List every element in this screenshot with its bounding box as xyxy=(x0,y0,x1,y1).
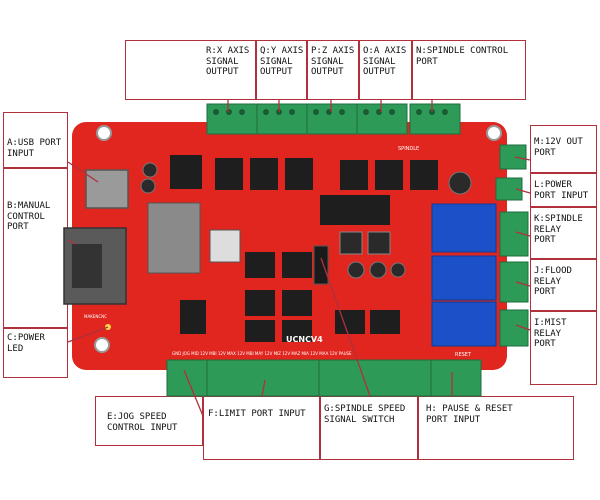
relays xyxy=(431,203,497,347)
top-terminal-screws xyxy=(213,109,448,115)
ic-row-bottom xyxy=(180,195,400,342)
crystal xyxy=(209,229,241,263)
callout-r-label: R:X AXIS SIGNAL OUTPUT xyxy=(206,46,250,77)
callout-m-label: M:12V OUT PORT xyxy=(534,137,583,158)
leader-lines xyxy=(67,100,531,417)
callout-i-label: I:MIST RELAY PORT xyxy=(534,318,567,349)
mounting-hole-bl xyxy=(94,337,110,353)
silk-model: UCNCV4 xyxy=(286,335,323,344)
callout-n-label: N:SPINDLE CONTROL PORT xyxy=(416,46,509,67)
mounting-hole-tl xyxy=(96,125,112,141)
silk-reset: RESET xyxy=(455,352,472,358)
callout-box-r xyxy=(125,40,256,100)
shielded-module xyxy=(147,202,201,274)
callout-j-label: J:FLOOD RELAY PORT xyxy=(534,266,572,297)
callout-box-e xyxy=(95,396,203,446)
db9-shell xyxy=(72,244,102,288)
callout-h-label: H: PAUSE & RESET PORT INPUT xyxy=(426,404,513,425)
capacitors xyxy=(140,162,472,279)
callout-b-label: B:MANUAL CONTROL PORT xyxy=(7,201,51,232)
callout-box-h xyxy=(418,396,574,460)
callout-box-m xyxy=(530,125,597,173)
callout-c-label: C:POWER LED xyxy=(7,333,45,354)
callout-box-k xyxy=(530,207,597,259)
callout-e-label: E:JOG SPEED CONTROL INPUT xyxy=(107,412,178,433)
bottom-terminals xyxy=(166,359,482,397)
silk-spindle: SPINDLE xyxy=(398,146,419,152)
usb-connector xyxy=(85,169,129,209)
callout-box-i xyxy=(530,311,597,385)
silk-model-small: MAKENCNC xyxy=(84,314,107,319)
voltage-regulators xyxy=(339,231,391,255)
callout-q-label: Q:Y AXIS SIGNAL OUTPUT xyxy=(260,46,304,77)
callout-l-label: L:POWER PORT INPUT xyxy=(534,180,589,201)
callout-box-c xyxy=(3,328,68,378)
ic-row-top xyxy=(170,155,438,190)
spindle-speed-switch xyxy=(313,245,329,285)
callout-box-o xyxy=(359,40,412,100)
callout-a-label: A:USB PORT INPUT xyxy=(7,138,62,159)
top-terminals xyxy=(206,103,461,135)
callout-box-l xyxy=(530,173,597,207)
callout-box-q xyxy=(256,40,307,100)
callout-p-label: P:Z AXIS SIGNAL OUTPUT xyxy=(311,46,355,77)
silk-bottom-row: GND JOG MID 12V MBI 12V MAX 12V MBI MAY … xyxy=(172,351,352,356)
callout-k-label: K:SPINDLE RELAY PORT xyxy=(534,214,583,245)
callout-f-label: F:LIMIT PORT INPUT xyxy=(208,409,306,419)
callout-g-label: G:SPINDLE SPEED SIGNAL SWITCH xyxy=(324,404,406,425)
callout-box-b xyxy=(3,168,68,328)
callout-o-label: O:A AXIS SIGNAL OUTPUT xyxy=(363,46,407,77)
callout-box-j xyxy=(530,259,597,311)
callout-box-n xyxy=(412,40,526,100)
callout-box-p xyxy=(307,40,359,100)
mounting-hole-tr xyxy=(486,125,502,141)
callout-box-g xyxy=(320,396,418,460)
callout-box-a xyxy=(3,112,68,168)
